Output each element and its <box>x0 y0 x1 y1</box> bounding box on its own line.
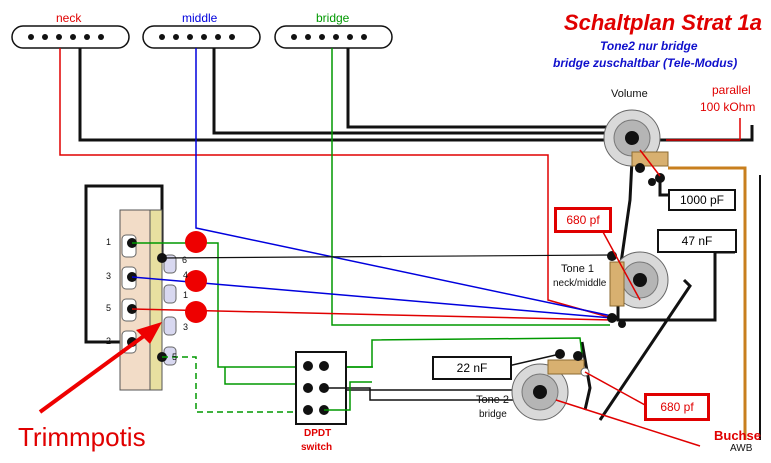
dpdt-switch <box>295 351 347 425</box>
switch-pin-5: 5 <box>106 303 112 313</box>
pickup-bridge <box>274 25 393 49</box>
switch-pin-3b: 3 <box>183 322 189 332</box>
output-jack-label: Buchse <box>714 428 761 443</box>
ground-label: AWB <box>730 443 753 454</box>
tone2-pot <box>511 349 590 421</box>
cap-680pf-top: 680 pf <box>554 207 612 233</box>
cap-47nf: 47 nF <box>657 229 737 253</box>
tone2-sub-label: bridge <box>479 409 507 420</box>
pickup-neck <box>11 25 130 49</box>
tone1-sub-label: neck/middle <box>553 278 607 289</box>
subtitle-line-1: Tone2 nur bridge <box>600 39 698 53</box>
middle-label: middle <box>182 11 218 25</box>
cap-680pf-bottom: 680 pf <box>644 393 710 421</box>
tone1-pot <box>607 251 669 328</box>
switch-pin-6: 6 <box>182 255 188 265</box>
switch-pin-1: 1 <box>106 237 112 247</box>
bridge-label: bridge <box>316 11 350 25</box>
five-way-switch <box>119 209 177 391</box>
tone2-label: Tone 2 <box>476 394 510 406</box>
middle-wire <box>195 48 613 317</box>
switch-pin-1b: 1 <box>183 290 189 300</box>
cap-1000pf: 1000 pF <box>668 189 736 211</box>
dpdt-to-tone2 <box>324 387 520 401</box>
bridge-wire <box>331 48 610 326</box>
output-wire <box>668 166 747 440</box>
switch-pin-4: 4 <box>183 270 189 280</box>
volume-pot <box>603 109 669 186</box>
dpdt-bridge-link <box>324 381 372 411</box>
switch-pin-2: 2 <box>106 336 112 346</box>
volume-label: Volume <box>611 88 648 100</box>
ground-wires <box>78 48 754 421</box>
trimmpoti-dots <box>185 231 207 323</box>
dpdt-sub-label: switch <box>301 442 333 453</box>
tone1-label: Tone 1 <box>561 263 595 275</box>
trimmpotis-arrow <box>38 322 162 414</box>
subtitle-line-2: bridge zuschaltbar (Tele-Modus) <box>553 56 738 70</box>
dpdt-label: DPDT <box>304 428 332 439</box>
neck-wire <box>59 48 613 319</box>
parallel-label: parallel <box>712 83 751 97</box>
resistor-value-label: 100 kOhm <box>700 100 756 114</box>
cap-22nf: 22 nF <box>432 356 512 380</box>
switch-pin-5b: 5 <box>172 352 178 362</box>
trimmpotis-label: Trimmpotis <box>18 422 146 452</box>
switch-pin-3: 3 <box>106 271 112 281</box>
pickup-middle <box>142 25 261 49</box>
neck-label: neck <box>56 11 82 25</box>
diagram-title: Schaltplan Strat 1a <box>564 10 762 35</box>
